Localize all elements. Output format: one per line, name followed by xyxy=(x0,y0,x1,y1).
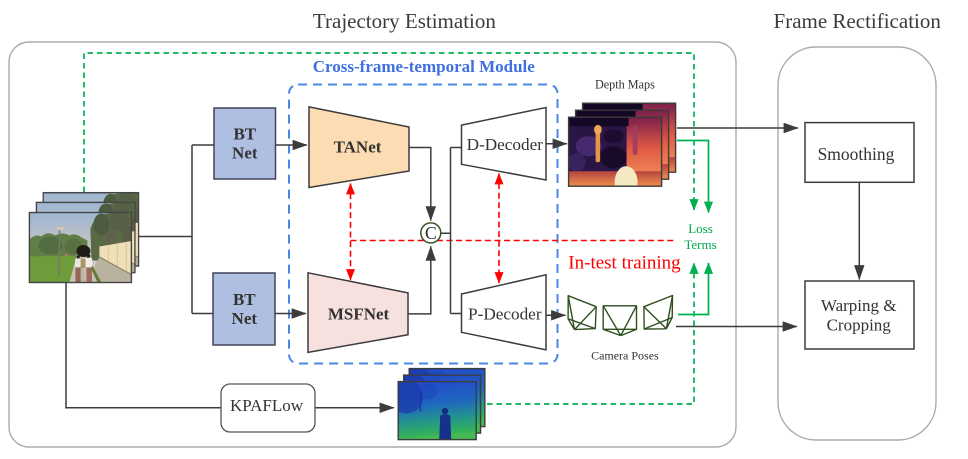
svg-text:Camera Poses: Camera Poses xyxy=(591,348,659,362)
svg-text:TANet: TANet xyxy=(334,138,382,157)
svg-text:D-Decoder: D-Decoder xyxy=(467,135,544,154)
svg-text:Cropping: Cropping xyxy=(827,315,892,334)
svg-text:BT: BT xyxy=(233,290,256,309)
svg-text:KPAFLow: KPAFLow xyxy=(230,396,304,415)
svg-text:C: C xyxy=(425,223,437,243)
svg-text:P-Decoder: P-Decoder xyxy=(468,304,542,323)
svg-text:MSFNet: MSFNet xyxy=(328,305,390,324)
svg-text:Frame Rectification: Frame Rectification xyxy=(774,9,942,33)
svg-text:In-test training: In-test training xyxy=(568,253,681,274)
svg-text:Depth Maps: Depth Maps xyxy=(595,78,655,92)
svg-text:Terms: Terms xyxy=(684,237,716,252)
svg-text:BT: BT xyxy=(233,125,256,144)
svg-text:Smoothing: Smoothing xyxy=(818,144,895,164)
svg-text:Cross-frame-temporal Module: Cross-frame-temporal Module xyxy=(313,57,536,76)
svg-text:Warping &: Warping & xyxy=(821,296,897,315)
svg-text:Loss: Loss xyxy=(688,221,713,236)
svg-text:Net: Net xyxy=(232,143,258,162)
svg-text:Net: Net xyxy=(232,309,258,328)
svg-text:Trajectory Estimation: Trajectory Estimation xyxy=(313,9,496,33)
